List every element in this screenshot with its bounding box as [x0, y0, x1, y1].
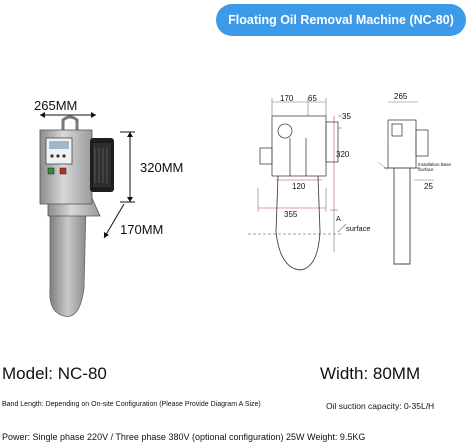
dim-355: 355 [284, 210, 298, 219]
surface-label: surface [346, 224, 371, 233]
dim-35: 35 [342, 112, 351, 121]
band-length-spec: Band Length: Depending on On-site Config… [2, 401, 261, 408]
product-photo: 265MM 320MM 170MM [0, 88, 210, 328]
power-weight-spec: Power: Single phase 220V / Three phase 3… [2, 432, 366, 442]
photo-dim-height: 320MM [140, 160, 184, 175]
model-spec: Model: NC-80 [2, 364, 107, 383]
dim-top-170: 170 [280, 94, 294, 103]
dim-265-right: 265 [394, 92, 408, 101]
machine-illustration [39, 112, 135, 317]
title-text: Floating Oil Removal Machine (NC-80) [228, 13, 454, 27]
photo-dim-depth: 170MM [120, 222, 164, 237]
title-banner: Floating Oil Removal Machine (NC-80) [216, 4, 466, 36]
drawing-lines [248, 98, 434, 271]
width-spec: Width: 80MM [320, 364, 421, 383]
oil-capacity-spec: Oil suction capacity: 0-35L/H [326, 401, 435, 411]
dim-120: 120 [292, 182, 306, 191]
dim-320: 320 [336, 150, 350, 159]
photo-dim-width: 265MM [34, 98, 78, 113]
technical-drawing: 170 65 35 320 120 355 A surface 265 Inst… [238, 92, 470, 282]
install-base-note: Installation Base Surface [418, 162, 452, 173]
marker-a: A [336, 216, 341, 223]
dim-top-65: 65 [308, 94, 317, 103]
dim-25: 25 [424, 182, 433, 191]
